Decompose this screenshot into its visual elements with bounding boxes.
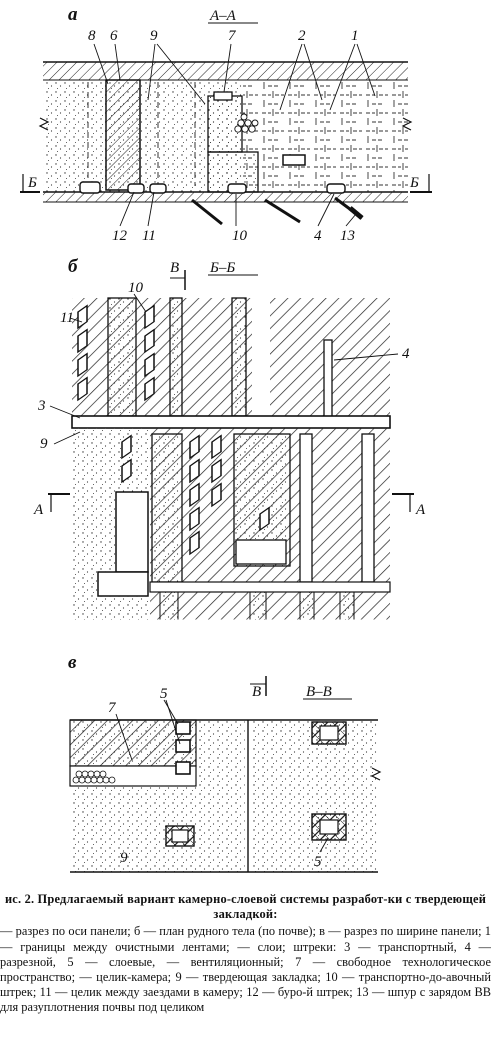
panel-v-section: в В–В В 7 5 9 5 [68,652,382,873]
section-title-bb: Б–Б [209,260,235,276]
figure-caption: ис. 2. Предлагаемый вариант камерно-слое… [0,880,491,1050]
section-title-vv: В–В [306,684,332,700]
section-mark-v-top: В [170,260,179,276]
panel-letter-b: б [68,256,79,277]
section-mark-a-right: А [415,502,426,518]
callout-b-11: 11 [60,310,74,326]
section-mark-a-left: А [33,502,44,518]
panel-letter-v: в [68,652,77,673]
section-mark-b-left: Б [27,175,37,191]
callout-7: 7 [228,28,237,44]
callout-11: 11 [142,228,156,244]
callout-b-4: 4 [402,346,410,362]
callout-v-5-bottom: 5 [314,854,322,870]
caption-title: ис. 2. Предлагаемый вариант камерно-слое… [4,892,487,922]
callout-1: 1 [351,28,359,44]
callout-v-5-top: 5 [160,686,168,702]
callout-v-7: 7 [108,700,117,716]
section-mark-v-mid: В [252,684,261,700]
panel-b-plan: б Б–Б В [33,256,426,621]
callout-6: 6 [110,28,118,44]
callout-12: 12 [112,228,128,244]
callout-8: 8 [88,28,96,44]
panel-letter-a: а [68,4,78,25]
callout-2: 2 [298,28,306,44]
callout-4: 4 [314,228,322,244]
caption-body: — разрез по оси панели; б — план рудного… [0,924,491,1015]
callout-10: 10 [232,228,248,244]
callout-b-9: 9 [40,436,48,452]
section-mark-b-right: Б [409,175,419,191]
callout-b-3: 3 [37,398,46,414]
callout-9: 9 [150,28,158,44]
panel-a-section: а А–А [20,4,432,244]
section-title-aa: А–А [209,8,237,24]
callout-13: 13 [340,228,355,244]
callout-v-9: 9 [120,850,128,866]
callout-b-10: 10 [128,280,144,296]
mining-diagram: а А–А [20,4,432,873]
